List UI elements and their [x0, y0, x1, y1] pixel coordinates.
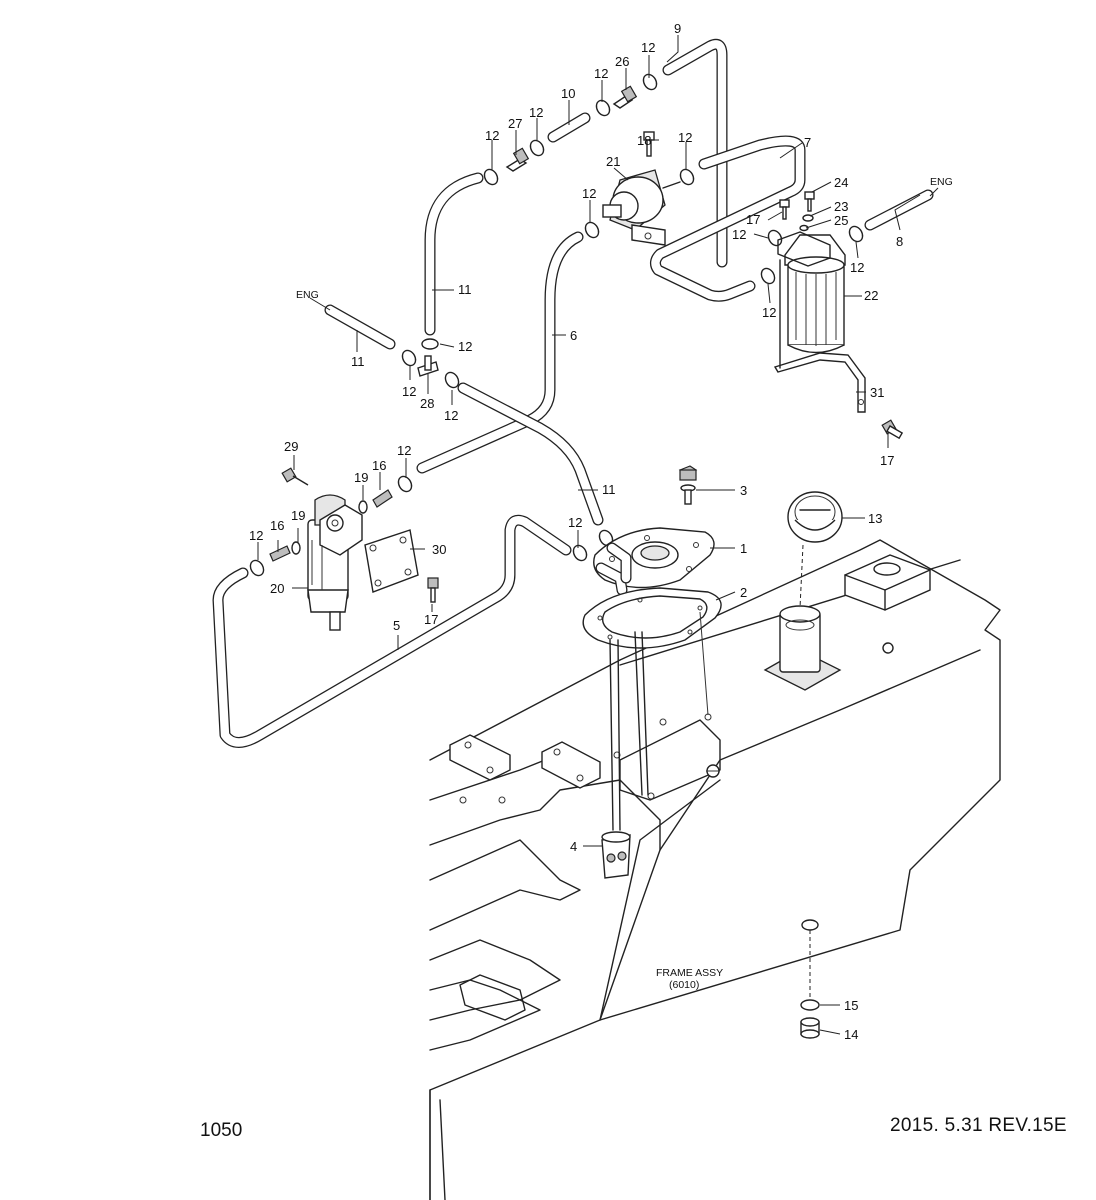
hoses [212, 38, 934, 748]
engine-label-left: ENG [296, 289, 319, 301]
callout-21: 21 [606, 154, 620, 169]
callout-3: 3 [740, 483, 747, 498]
revision-stamp: 2015. 5.31 REV.15E [890, 1115, 1067, 1136]
callout-26: 26 [615, 54, 629, 69]
fuel-filter-22 [777, 231, 846, 354]
callout-25: 25 [834, 213, 848, 228]
hose-clamps [249, 73, 864, 577]
frame-assy-label: FRAME ASSY [656, 967, 723, 979]
callout-12: 12 [594, 66, 608, 81]
callout-12: 12 [641, 40, 655, 55]
callout-19: 19 [354, 470, 368, 485]
filler-cap [787, 491, 843, 609]
callout-31: 31 [870, 385, 884, 400]
engine-label-right: ENG [930, 176, 953, 188]
drain-seal [800, 999, 820, 1011]
callout-17: 17 [746, 212, 760, 227]
frame-assy-ref: (6010) [669, 979, 699, 991]
callout-27: 27 [508, 116, 522, 131]
callout-11: 11 [602, 482, 616, 497]
callout-22: 22 [864, 288, 878, 303]
callout-12: 12 [762, 305, 776, 320]
callout-4: 4 [570, 839, 577, 854]
cover-plate [593, 527, 715, 596]
callout-12: 12 [582, 186, 596, 201]
page-number: 1050 [200, 1120, 243, 1141]
callout-12: 12 [402, 384, 416, 399]
callout-12: 12 [732, 227, 746, 242]
fittings [269, 85, 904, 603]
callout-18: 18 [637, 133, 651, 148]
callout-10: 10 [561, 86, 575, 101]
callout-20: 20 [270, 581, 284, 596]
frame-assembly [429, 539, 1001, 1200]
callout-12: 12 [529, 105, 543, 120]
callout-12: 12 [458, 339, 472, 354]
callout-11: 11 [458, 282, 472, 297]
callout-7: 7 [804, 135, 811, 150]
callout-12: 12 [485, 128, 499, 143]
suction-tubes [609, 611, 709, 831]
bolt-29 [281, 467, 309, 486]
callout-2: 2 [740, 585, 747, 600]
bracket-30 [364, 529, 419, 593]
callout-12: 12 [850, 260, 864, 275]
bolt-17-lower [427, 577, 439, 603]
callout-5: 5 [393, 618, 400, 633]
callout-16: 16 [372, 458, 386, 473]
leader-lines [257, 35, 939, 1035]
callout-14: 14 [844, 1027, 858, 1042]
callout-29: 29 [284, 439, 298, 454]
callout-13: 13 [868, 511, 882, 526]
callout-12: 12 [444, 408, 458, 423]
gasket [582, 587, 722, 649]
callout-12: 12 [568, 515, 582, 530]
callout-28: 28 [420, 396, 434, 411]
callout-6: 6 [570, 328, 577, 343]
callout-17: 17 [424, 612, 438, 627]
callout-12: 12 [397, 443, 411, 458]
fuel-pump [602, 169, 681, 246]
bolt-18 [643, 131, 655, 157]
bracket-31 [773, 259, 866, 413]
callout-9: 9 [674, 21, 681, 36]
bolt-24 [804, 191, 815, 212]
callout-15: 15 [844, 998, 858, 1013]
callout-8: 8 [896, 234, 903, 249]
callout-1: 1 [740, 541, 747, 556]
callout-24: 24 [834, 175, 848, 190]
callout-12: 12 [249, 528, 263, 543]
bolt-17-upper [779, 199, 790, 220]
callout-16: 16 [270, 518, 284, 533]
water-separator [307, 494, 363, 631]
callout-17: 17 [880, 453, 894, 468]
callout-23: 23 [834, 199, 848, 214]
strainer [601, 831, 631, 879]
drain-plug [800, 1017, 820, 1039]
callout-19: 19 [291, 508, 305, 523]
callout-labels: 9 12 26 12 10 12 27 12 18 12 21 12 7 24 … [249, 21, 953, 1042]
callout-30: 30 [432, 542, 446, 557]
bolt-3 [678, 465, 698, 505]
callout-11: 11 [351, 354, 365, 369]
callout-12: 12 [678, 130, 692, 145]
bolt-17-bracket [881, 419, 904, 440]
